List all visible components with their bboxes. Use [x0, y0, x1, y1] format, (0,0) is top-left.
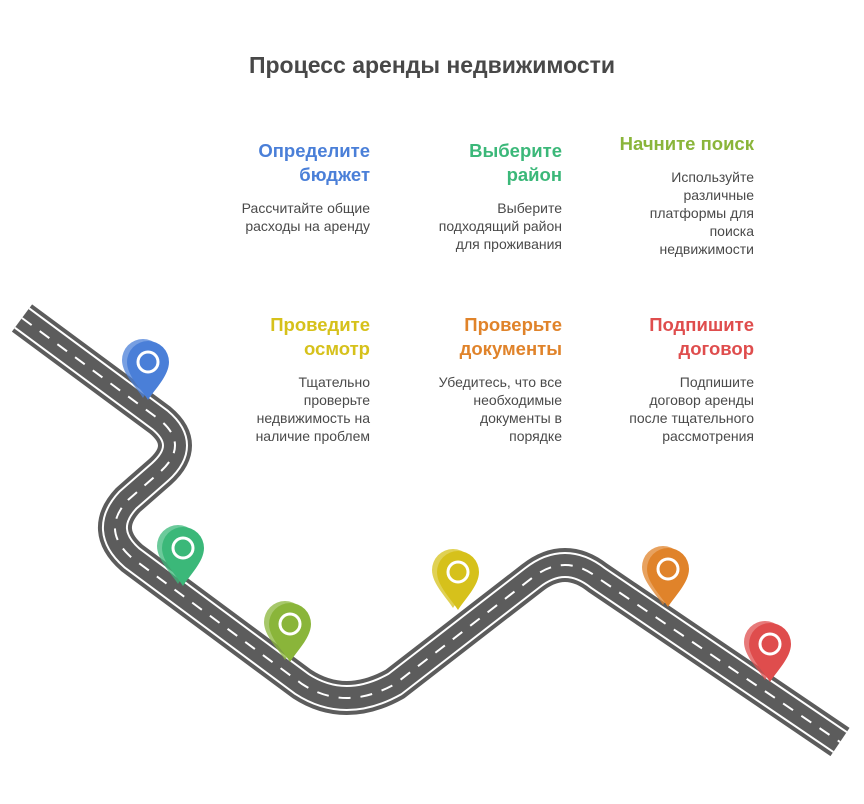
step-choose-district: Выберите район Выберите подходящий район… — [387, 139, 562, 253]
location-pin-icon — [432, 549, 479, 610]
step-description: Убедитесь, что все необходимые документы… — [438, 374, 562, 444]
step-title: Определите бюджет — [258, 140, 370, 185]
step-title: Начните поиск — [619, 133, 754, 154]
step-sign-contract: Подпишите договор Подпишите договор арен… — [579, 313, 754, 445]
location-pin-icon — [744, 621, 791, 682]
step-title: Проведите осмотр — [270, 314, 370, 359]
step-description: Используйте различные платформы для поис… — [649, 169, 754, 257]
location-pin-icon — [122, 339, 169, 400]
location-pin-icon — [642, 546, 689, 607]
step-title: Выберите район — [469, 140, 562, 185]
location-pin-icon — [157, 525, 204, 586]
step-check-documents: Проверьте документы Убедитесь, что все н… — [387, 313, 562, 445]
page-title: Процесс аренды недвижимости — [248, 52, 616, 78]
step-start-search: Начните поиск Используйте различные плат… — [579, 132, 754, 258]
road-center-dashes — [21, 317, 841, 743]
location-pin-icon — [264, 601, 311, 662]
step-description: Подпишите договор аренды после тщательно… — [629, 374, 754, 444]
step-title: Проверьте документы — [459, 314, 562, 359]
step-define-budget: Определите бюджет Рассчитайте общие расх… — [195, 139, 370, 235]
step-description: Рассчитайте общие расходы на аренду — [241, 200, 370, 234]
step-description: Выберите подходящий район для проживания — [438, 200, 562, 252]
step-inspect: Проведите осмотр Тщательно проверьте нед… — [195, 313, 370, 445]
step-title: Подпишите договор — [649, 314, 754, 359]
step-description: Тщательно проверьте недвижимость на нали… — [255, 374, 370, 444]
